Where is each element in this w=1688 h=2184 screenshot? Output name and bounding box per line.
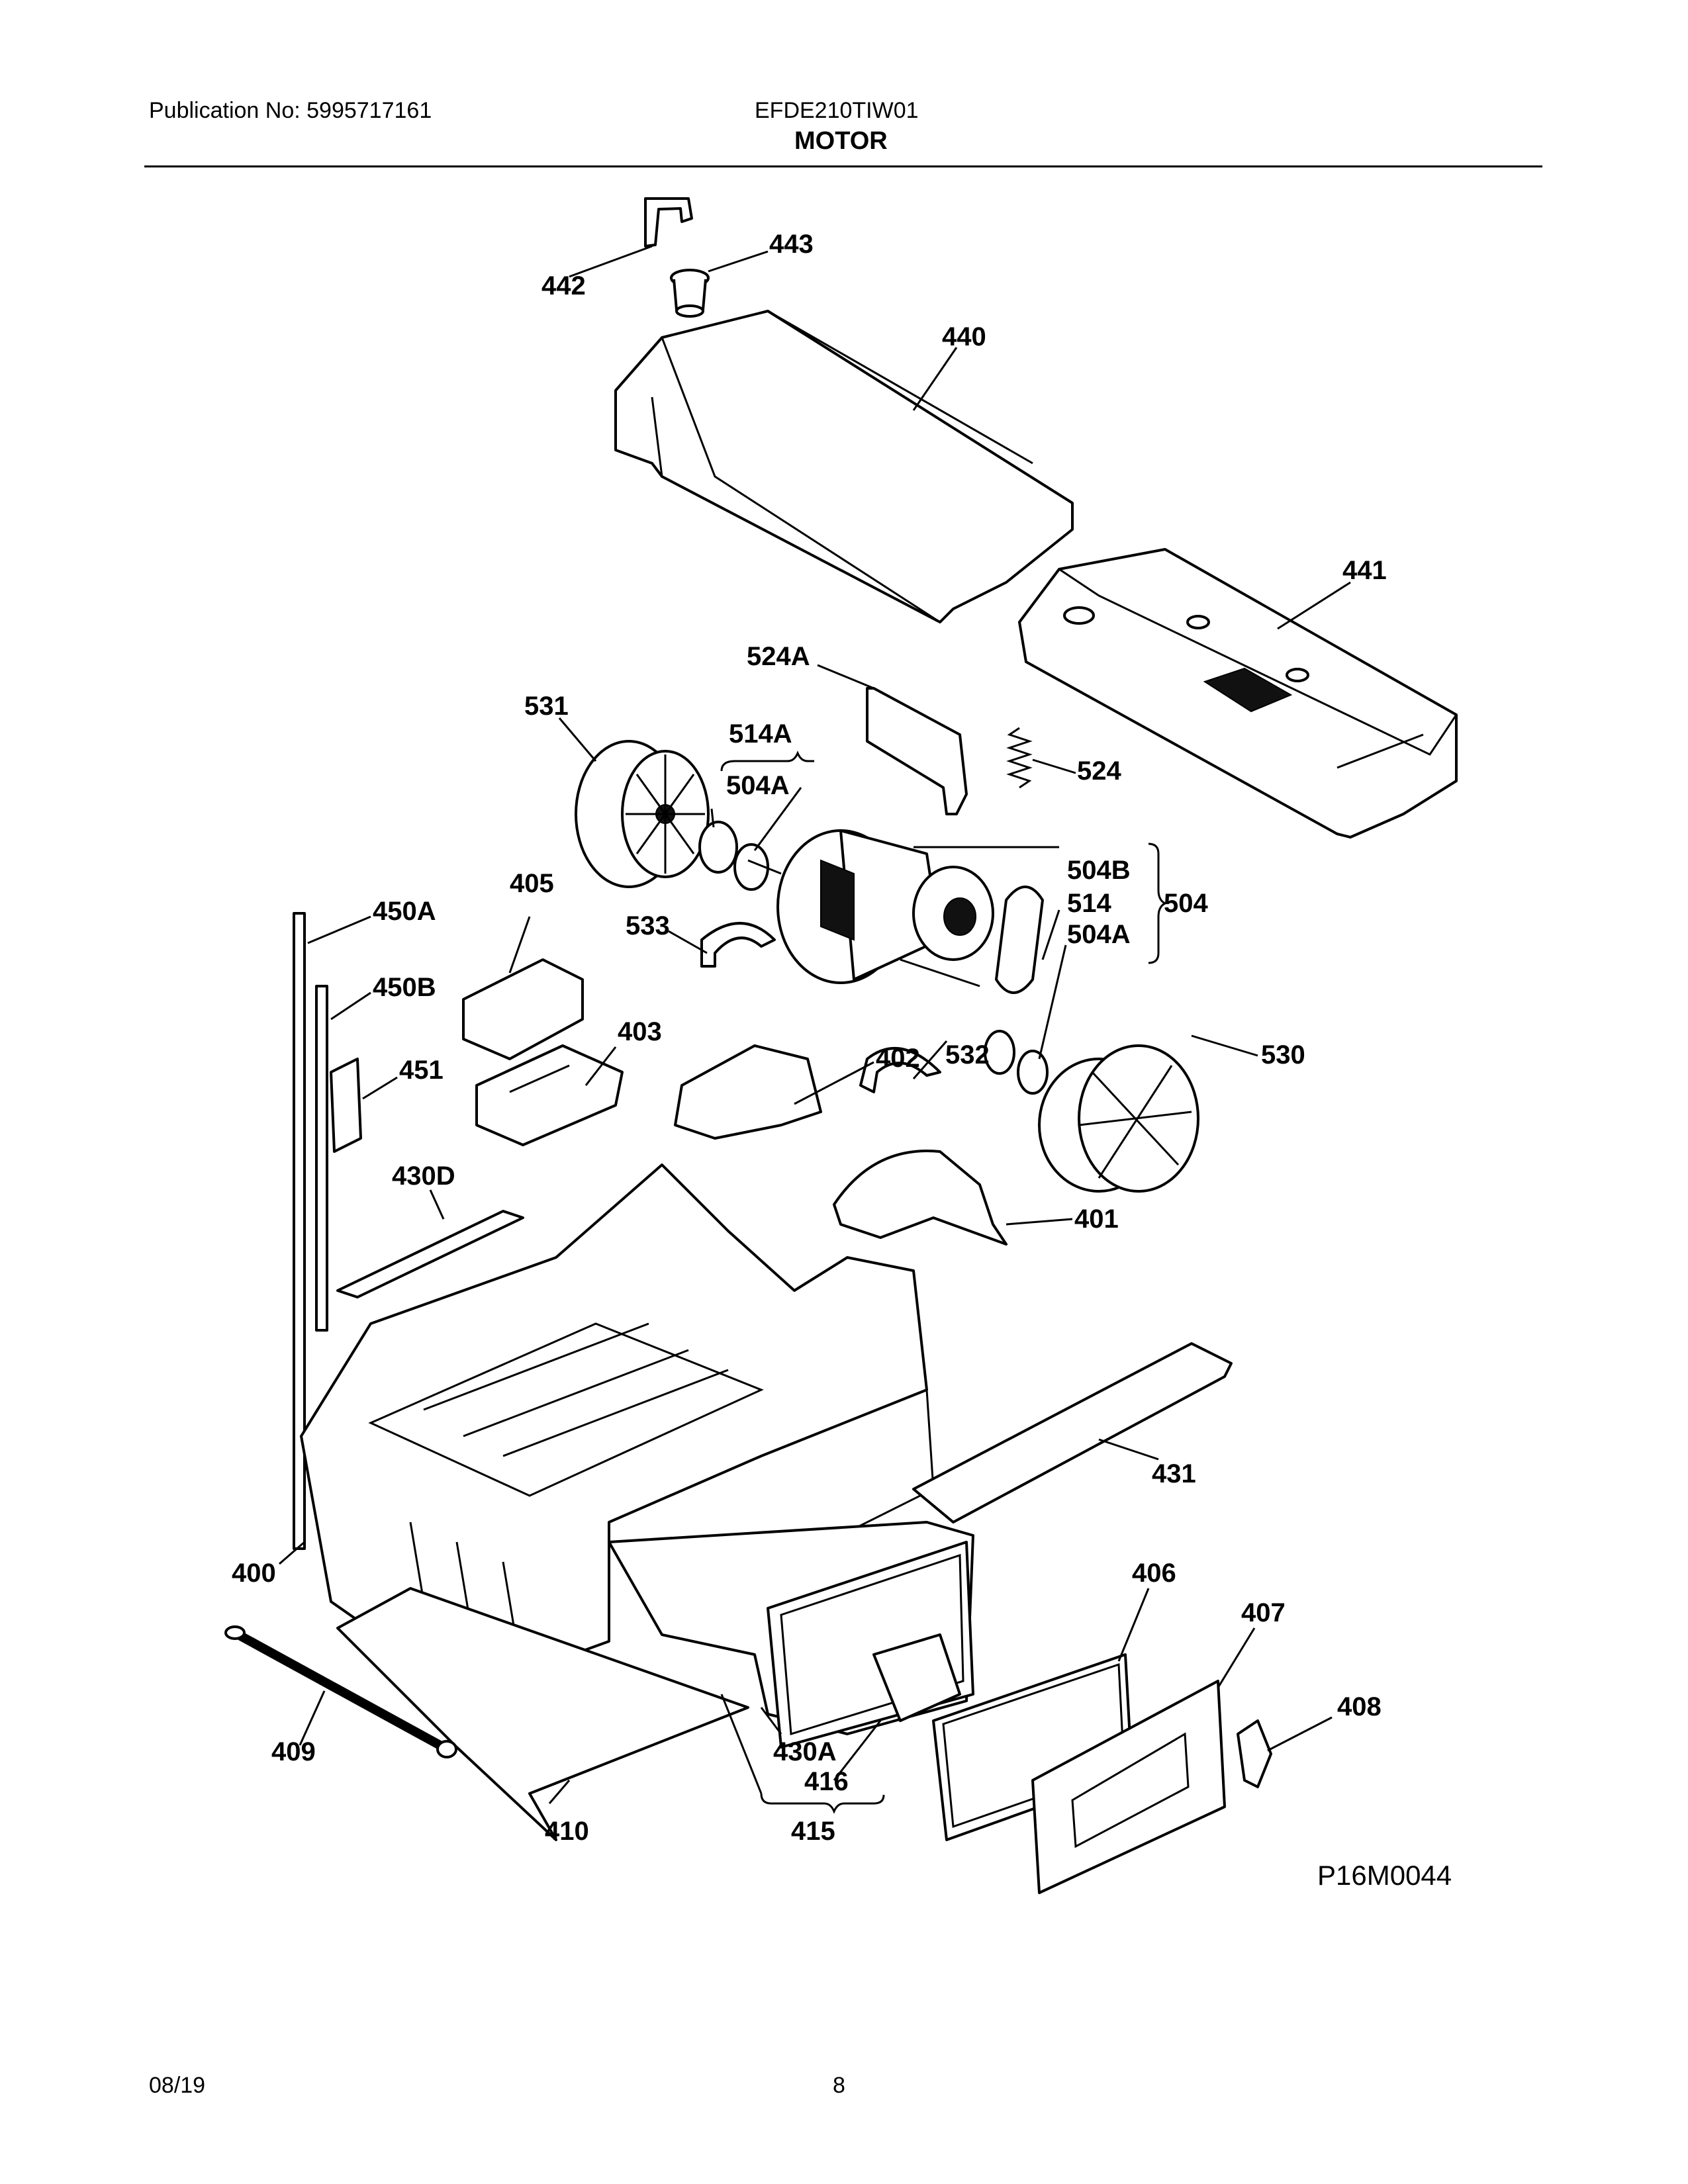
- callout-415: 415: [791, 1817, 835, 1846]
- section-title: MOTOR: [794, 127, 888, 155]
- part-504A-ring-right: [984, 1030, 1049, 1095]
- part-450A-rod: [293, 912, 306, 1550]
- part-441-duct: [1018, 548, 1458, 839]
- page-number: 8: [833, 2073, 845, 2098]
- callout-440: 440: [942, 322, 986, 351]
- part-532-clamp: [859, 1047, 941, 1093]
- callout-533: 533: [626, 911, 670, 940]
- callout-530: 530: [1261, 1040, 1305, 1069]
- part-431-gasket: [912, 1342, 1233, 1524]
- callout-403: 403: [618, 1017, 662, 1046]
- callout-451: 451: [399, 1056, 444, 1085]
- callout-406: 406: [1132, 1559, 1176, 1588]
- callout-524A: 524A: [747, 642, 810, 671]
- callout-514: 514: [1067, 889, 1111, 918]
- callout-430D: 430D: [392, 1161, 455, 1191]
- callout-409: 409: [271, 1737, 316, 1766]
- part-407-panel: [1031, 1680, 1226, 1894]
- part-416-filter-screen: [872, 1633, 961, 1722]
- callout-441: 441: [1342, 556, 1387, 585]
- callout-405: 405: [510, 869, 554, 898]
- callout-504A-left: 504A: [726, 771, 790, 800]
- drawing-code: P16M0044: [1317, 1860, 1452, 1891]
- callout-442: 442: [541, 271, 586, 300]
- model-number: EFDE210TIW01: [755, 98, 919, 123]
- leader-lines: [279, 245, 1351, 1804]
- callout-labels: 442 443 440 441 524A 531 514A 504A 524 4…: [232, 230, 1387, 1846]
- header-rule: [144, 165, 1542, 167]
- callout-416: 416: [804, 1767, 849, 1796]
- part-531-blower-wheel: [575, 740, 710, 888]
- callout-408: 408: [1337, 1692, 1382, 1721]
- publication-number: Publication No: 5995717161: [149, 98, 432, 123]
- callout-443: 443: [769, 230, 814, 259]
- callout-431: 431: [1152, 1459, 1196, 1488]
- callout-401: 401: [1074, 1205, 1119, 1234]
- part-402-housing: [674, 1044, 822, 1140]
- part-443-grommet: [670, 269, 710, 318]
- callout-407: 407: [1241, 1598, 1286, 1627]
- brace-514A: [720, 751, 814, 772]
- part-451-clip: [330, 1058, 362, 1153]
- callout-514A: 514A: [729, 719, 792, 749]
- brace-415: [760, 1793, 885, 1814]
- part-440-duct-cover: [614, 310, 1074, 623]
- part-450B-rod: [315, 985, 328, 1332]
- callout-504A-right: 504A: [1067, 920, 1131, 949]
- part-405-module: [462, 958, 584, 1060]
- part-530-blower-wheel: [1038, 1044, 1199, 1193]
- part-403-module: [475, 1044, 624, 1146]
- part-442-bracket: [644, 197, 693, 248]
- callout-400: 400: [232, 1559, 276, 1588]
- callout-524: 524: [1077, 756, 1121, 786]
- part-409-hose: [224, 1625, 457, 1758]
- callout-531: 531: [524, 692, 569, 721]
- callout-504: 504: [1164, 889, 1208, 918]
- part-504-motor: [747, 829, 994, 987]
- part-524-spring: [1006, 727, 1033, 789]
- part-514-belt: [995, 886, 1044, 994]
- callout-402: 402: [876, 1044, 920, 1073]
- part-504A-ring-left: [698, 821, 769, 891]
- part-430D-gasket: [336, 1210, 524, 1298]
- part-401-housing: [833, 1150, 1008, 1246]
- footer-date: 08/19: [149, 2073, 206, 2098]
- callout-532: 532: [945, 1040, 990, 1069]
- callout-450B: 450B: [373, 973, 436, 1002]
- brace-504: [1148, 842, 1168, 964]
- part-524A-bracket: [866, 687, 968, 815]
- callout-504B: 504B: [1067, 856, 1131, 885]
- callout-410: 410: [545, 1817, 589, 1846]
- part-533-clamp: [700, 922, 776, 968]
- callout-430A: 430A: [773, 1737, 837, 1766]
- callout-450A: 450A: [373, 897, 436, 926]
- part-408-latch: [1237, 1719, 1272, 1788]
